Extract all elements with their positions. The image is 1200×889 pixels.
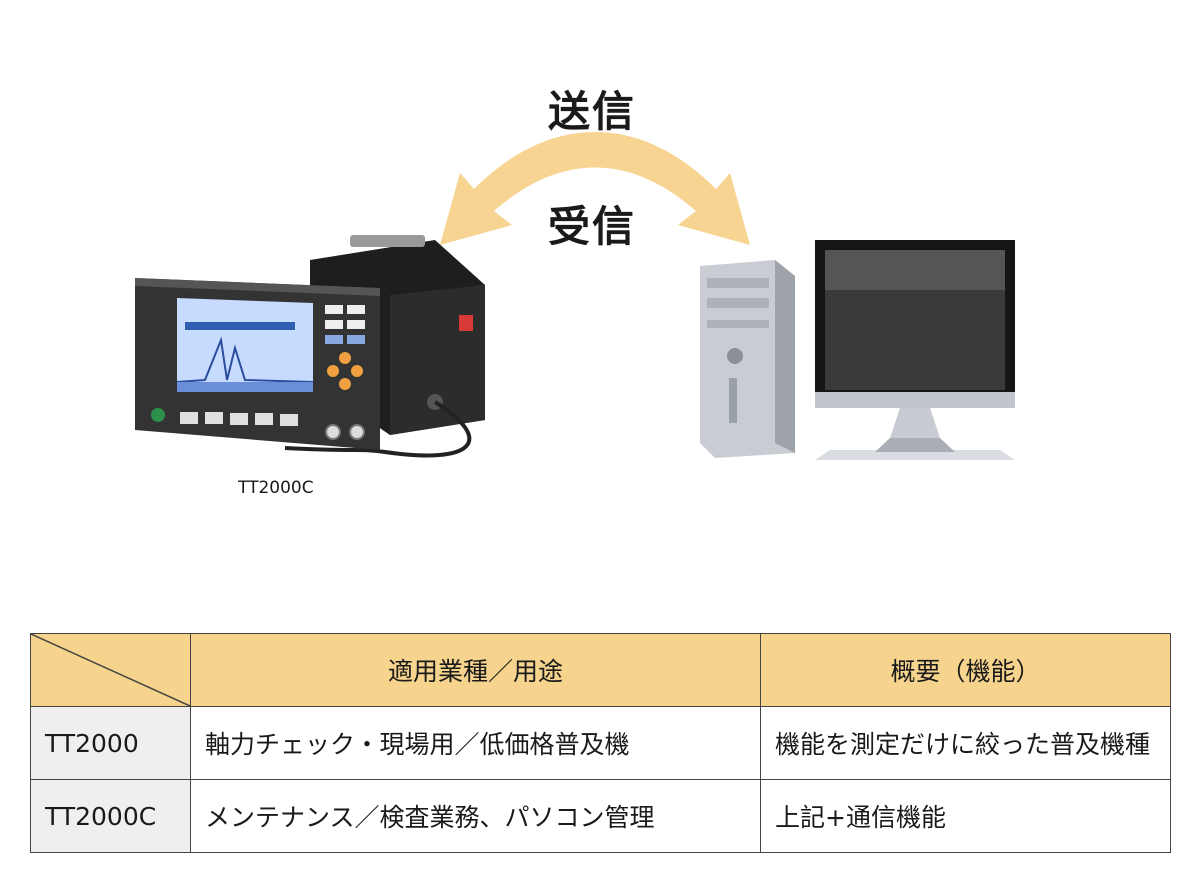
row-header-model: TT2000C bbox=[30, 779, 191, 853]
cell-usage: メンテナンス／検査業務、パソコン管理 bbox=[190, 779, 761, 853]
row-header-model: TT2000 bbox=[30, 706, 191, 780]
cell-usage: 軸力チェック・現場用／低価格普及機 bbox=[190, 706, 761, 780]
send-label: 送信 bbox=[548, 87, 637, 136]
table-row: TT2000C メンテナンス／検査業務、パソコン管理 上記+通信機能 bbox=[30, 779, 1171, 853]
device-caption: TT2000C bbox=[238, 478, 314, 498]
receive-label: 受信 bbox=[548, 202, 637, 251]
column-header-usage: 適用業種／用途 bbox=[190, 633, 761, 707]
bidirectional-arrow-icon bbox=[440, 132, 750, 245]
tt2000c-device-image bbox=[135, 235, 485, 458]
table-corner-cell bbox=[30, 633, 191, 707]
cell-overview: 上記+通信機能 bbox=[760, 779, 1171, 853]
table-header-row: 適用業種／用途 概要（機能） bbox=[30, 633, 1171, 707]
spec-table: 適用業種／用途 概要（機能） TT2000 軸力チェック・現場用／低価格普及機 … bbox=[30, 633, 1171, 853]
desktop-computer-image bbox=[700, 240, 1015, 460]
table-row: TT2000 軸力チェック・現場用／低価格普及機 機能を測定だけに絞った普及機種 bbox=[30, 706, 1171, 780]
cell-overview: 機能を測定だけに絞った普及機種 bbox=[760, 706, 1171, 780]
column-header-overview: 概要（機能） bbox=[760, 633, 1171, 707]
